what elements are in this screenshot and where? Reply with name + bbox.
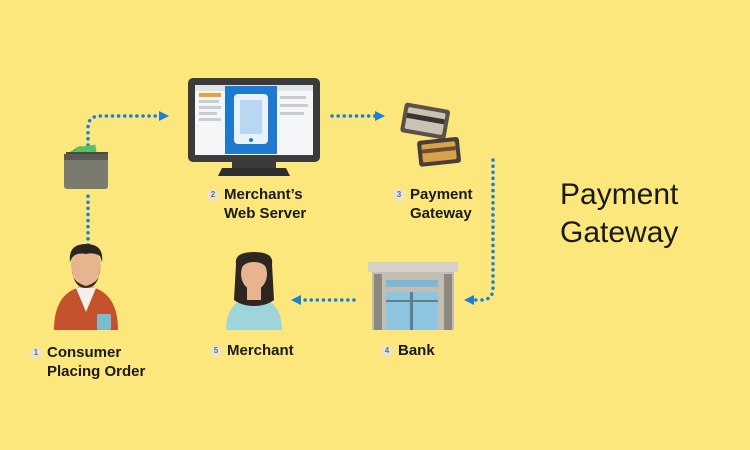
step-2-number-badge: 2 — [207, 189, 219, 201]
step-3-label: 3 Payment Gateway — [393, 185, 473, 223]
arrow-gateway-to-bank — [464, 158, 495, 305]
title-line1: Payment — [560, 178, 679, 211]
step-2-label: 2 Merchant’s Web Server — [207, 185, 306, 223]
step-1-text-line2: Placing Order — [47, 363, 146, 380]
step-2-text-line1: Merchant’s — [224, 186, 303, 203]
step-5-number-badge: 5 — [210, 345, 222, 357]
step-3-number-badge: 3 — [393, 189, 405, 201]
title-line2: Gateway — [560, 216, 679, 249]
step-4-text-line1: Bank — [398, 342, 435, 359]
merchant-woman-icon — [226, 252, 282, 330]
diagram-title: Payment Gateway — [560, 176, 678, 252]
step-1-label: 1 Consumer Placing Order — [30, 343, 145, 381]
step-3-text-line2: Gateway — [410, 205, 472, 222]
step-3-text-line1: Payment — [410, 186, 473, 203]
wallet-icon — [64, 144, 108, 189]
step-1-text-line1: Consumer — [47, 344, 122, 361]
step-2-text-line2: Web Server — [224, 205, 307, 222]
step-5-text-line1: Merchant — [227, 342, 294, 359]
step-4-label: 4 Bank — [381, 341, 435, 360]
consumer-person-icon — [54, 244, 118, 330]
computer-monitor-icon — [188, 78, 320, 176]
step-5-label: 5 Merchant — [210, 341, 294, 360]
step-4-number-badge: 4 — [381, 345, 393, 357]
credit-cards-icon — [400, 102, 461, 167]
step-1-number-badge: 1 — [30, 347, 42, 359]
arrow-wallet-to-webserver — [86, 111, 169, 147]
bank-building-icon — [368, 262, 458, 330]
